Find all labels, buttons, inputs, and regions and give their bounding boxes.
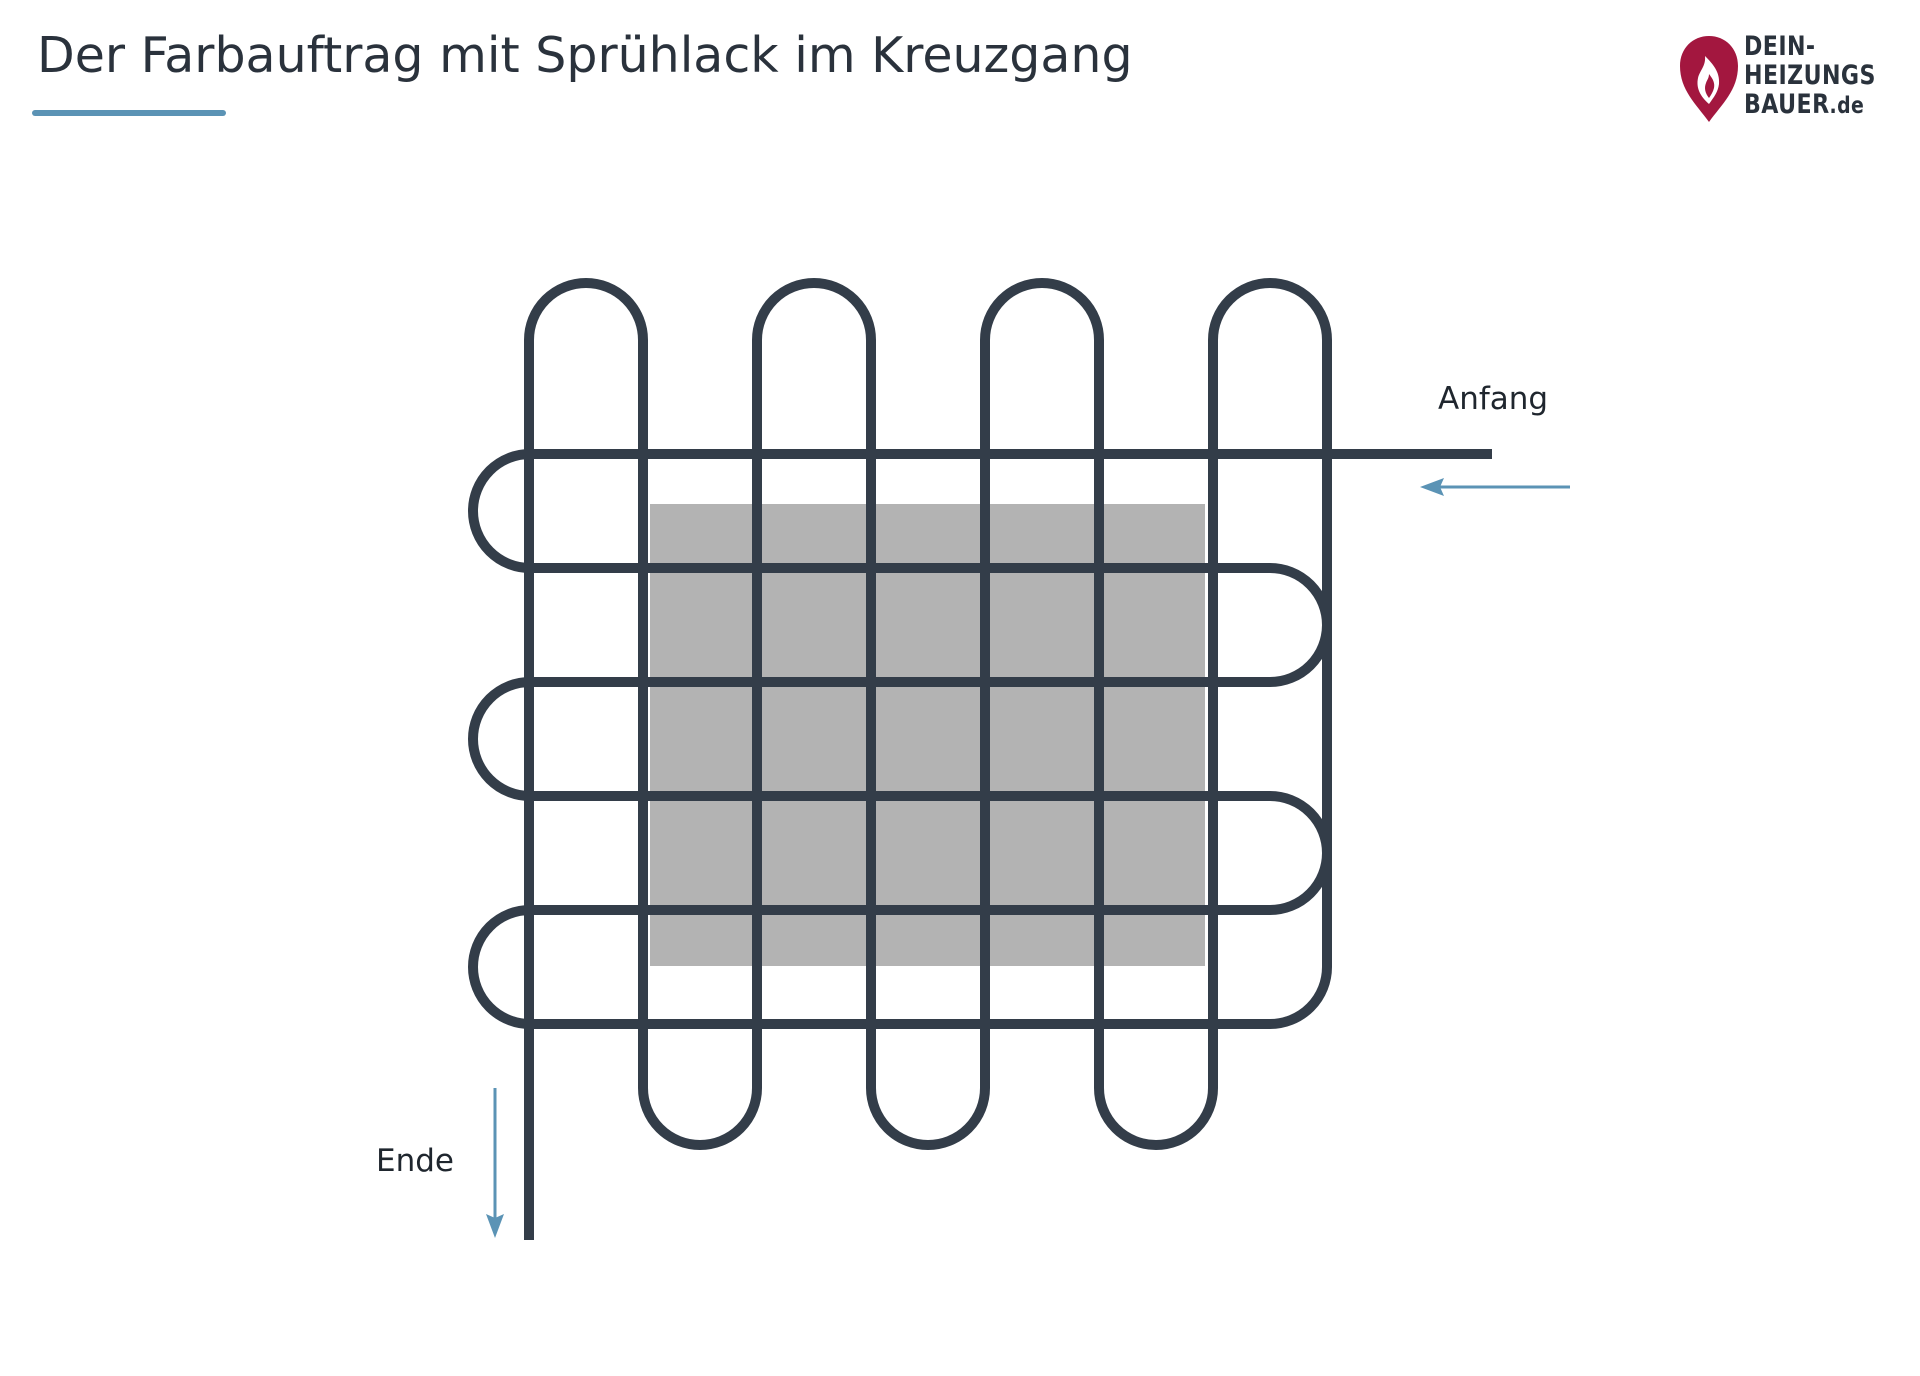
end-label: Ende (376, 1143, 454, 1179)
page-title: Der Farbauftrag mit Sprühlack im Kreuzga… (37, 27, 1133, 84)
end-arrow-icon (486, 1088, 504, 1238)
painted-area (650, 504, 1205, 966)
start-label: Anfang (1438, 381, 1548, 417)
logo-wordmark: DEIN- HEIZUNGS BAUER.de (1744, 32, 1876, 121)
spray-path-horizontal (468, 278, 1492, 1240)
logo-suffix: .de (1829, 93, 1865, 119)
logo-line-1: DEIN- (1744, 31, 1816, 62)
title-underline (32, 110, 226, 116)
brand-logo: DEIN- HEIZUNGS BAUER.de (1672, 28, 1902, 128)
flame-pin-icon (1680, 36, 1738, 122)
logo-line-3: BAUER.de (1744, 90, 1876, 121)
logo-line-3-main: BAUER (1744, 89, 1830, 120)
logo-line-2: HEIZUNGS (1744, 60, 1876, 91)
start-arrow-icon (1420, 478, 1570, 496)
